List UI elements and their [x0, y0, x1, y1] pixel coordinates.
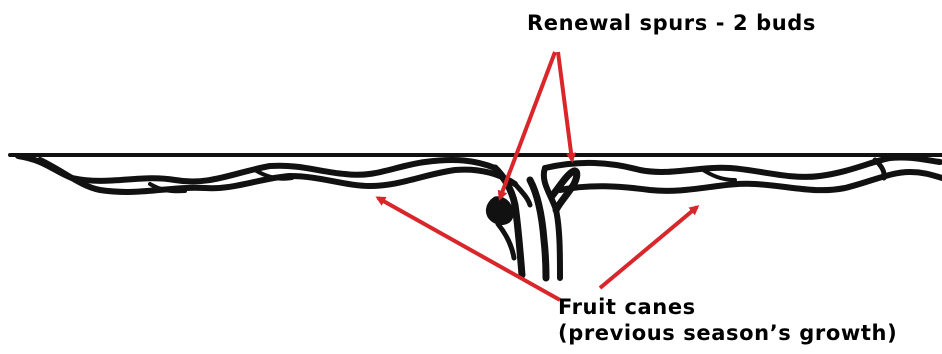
arrow-to-left-cane [378, 198, 560, 300]
left-fruit-cane [18, 156, 515, 192]
fruit-canes-label-line2: (previous season’s growth) [558, 320, 897, 346]
right-fruit-cane [545, 157, 942, 190]
fruit-canes-label: Fruit canes (previous season’s growth) [558, 294, 897, 347]
renewal-spurs-label: Renewal spurs - 2 buds [527, 10, 816, 36]
arrow-to-right-spur [558, 52, 572, 160]
fruit-canes-label-line1: Fruit canes [558, 294, 897, 320]
renewal-spur-left [487, 198, 514, 258]
arrow-to-right-cane [600, 207, 697, 288]
